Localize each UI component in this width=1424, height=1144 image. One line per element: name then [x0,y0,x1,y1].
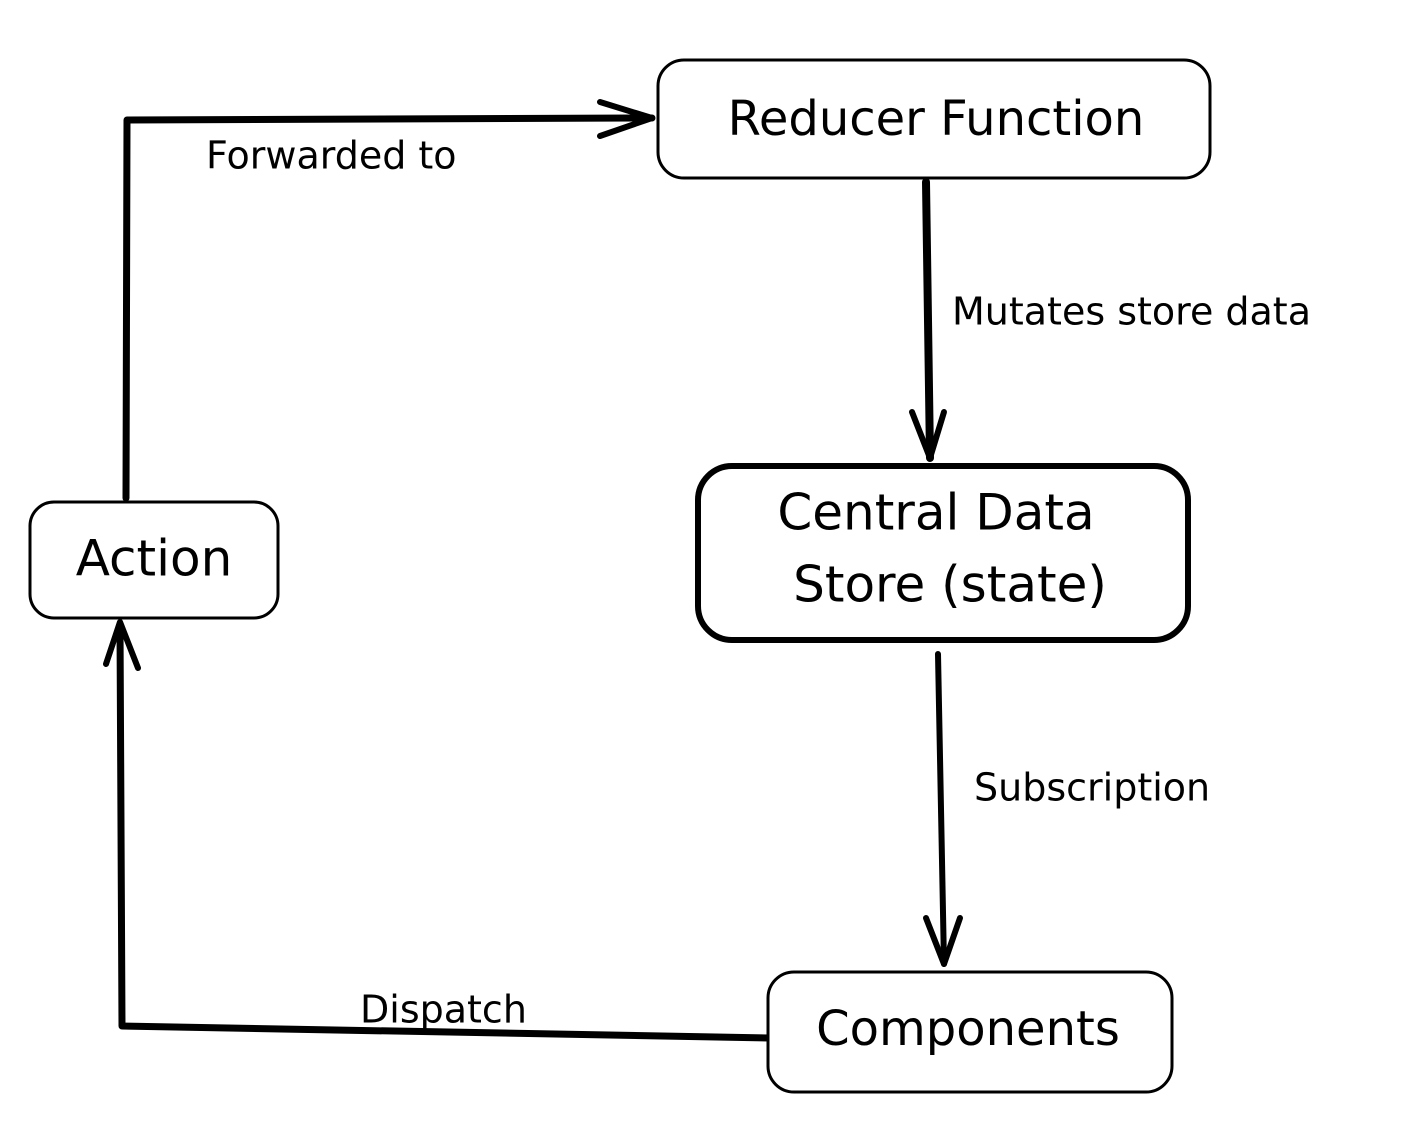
node-label-components: Components [816,1001,1120,1057]
node-box [695,463,1191,643]
node-action: Action [28,500,280,620]
edge-subscription: Subscription [923,651,1210,967]
edge-subscription-line [935,651,947,967]
edge-label-mutates-store-data: Mutates store data [952,290,1311,334]
node-reducer-function: Reducer Function [656,58,1212,180]
arrowhead-icon [103,619,141,671]
node-box [28,500,280,620]
arrowhead-icon [909,409,947,461]
edge-mutates-store-data: Mutates store data [909,178,1311,462]
edge-label-subscription: Subscription [974,766,1210,810]
node-label-action: Action [76,530,233,588]
edge-dispatch: Dispatch [103,619,774,1042]
edge-forwarded-to: Forwarded to [122,99,656,502]
edge-label-forwarded-to: Forwarded to [206,134,457,178]
edge-mutates-line [922,178,934,462]
node-components: Components [766,970,1174,1094]
edge-dispatch-line [116,622,774,1042]
arrowhead-icon [923,915,963,967]
edge-forwarded-line [122,114,656,502]
node-label-store-line1: Central Data [777,484,1094,542]
arrowhead-icon [597,99,655,139]
node-central-data-store: Central Data Store (state) [695,463,1191,643]
node-box [656,58,1212,180]
node-label-reducer-function: Reducer Function [728,91,1145,147]
edge-label-dispatch: Dispatch [360,988,527,1032]
node-box [766,970,1174,1094]
node-label-store-line2: Store (state) [793,556,1107,614]
